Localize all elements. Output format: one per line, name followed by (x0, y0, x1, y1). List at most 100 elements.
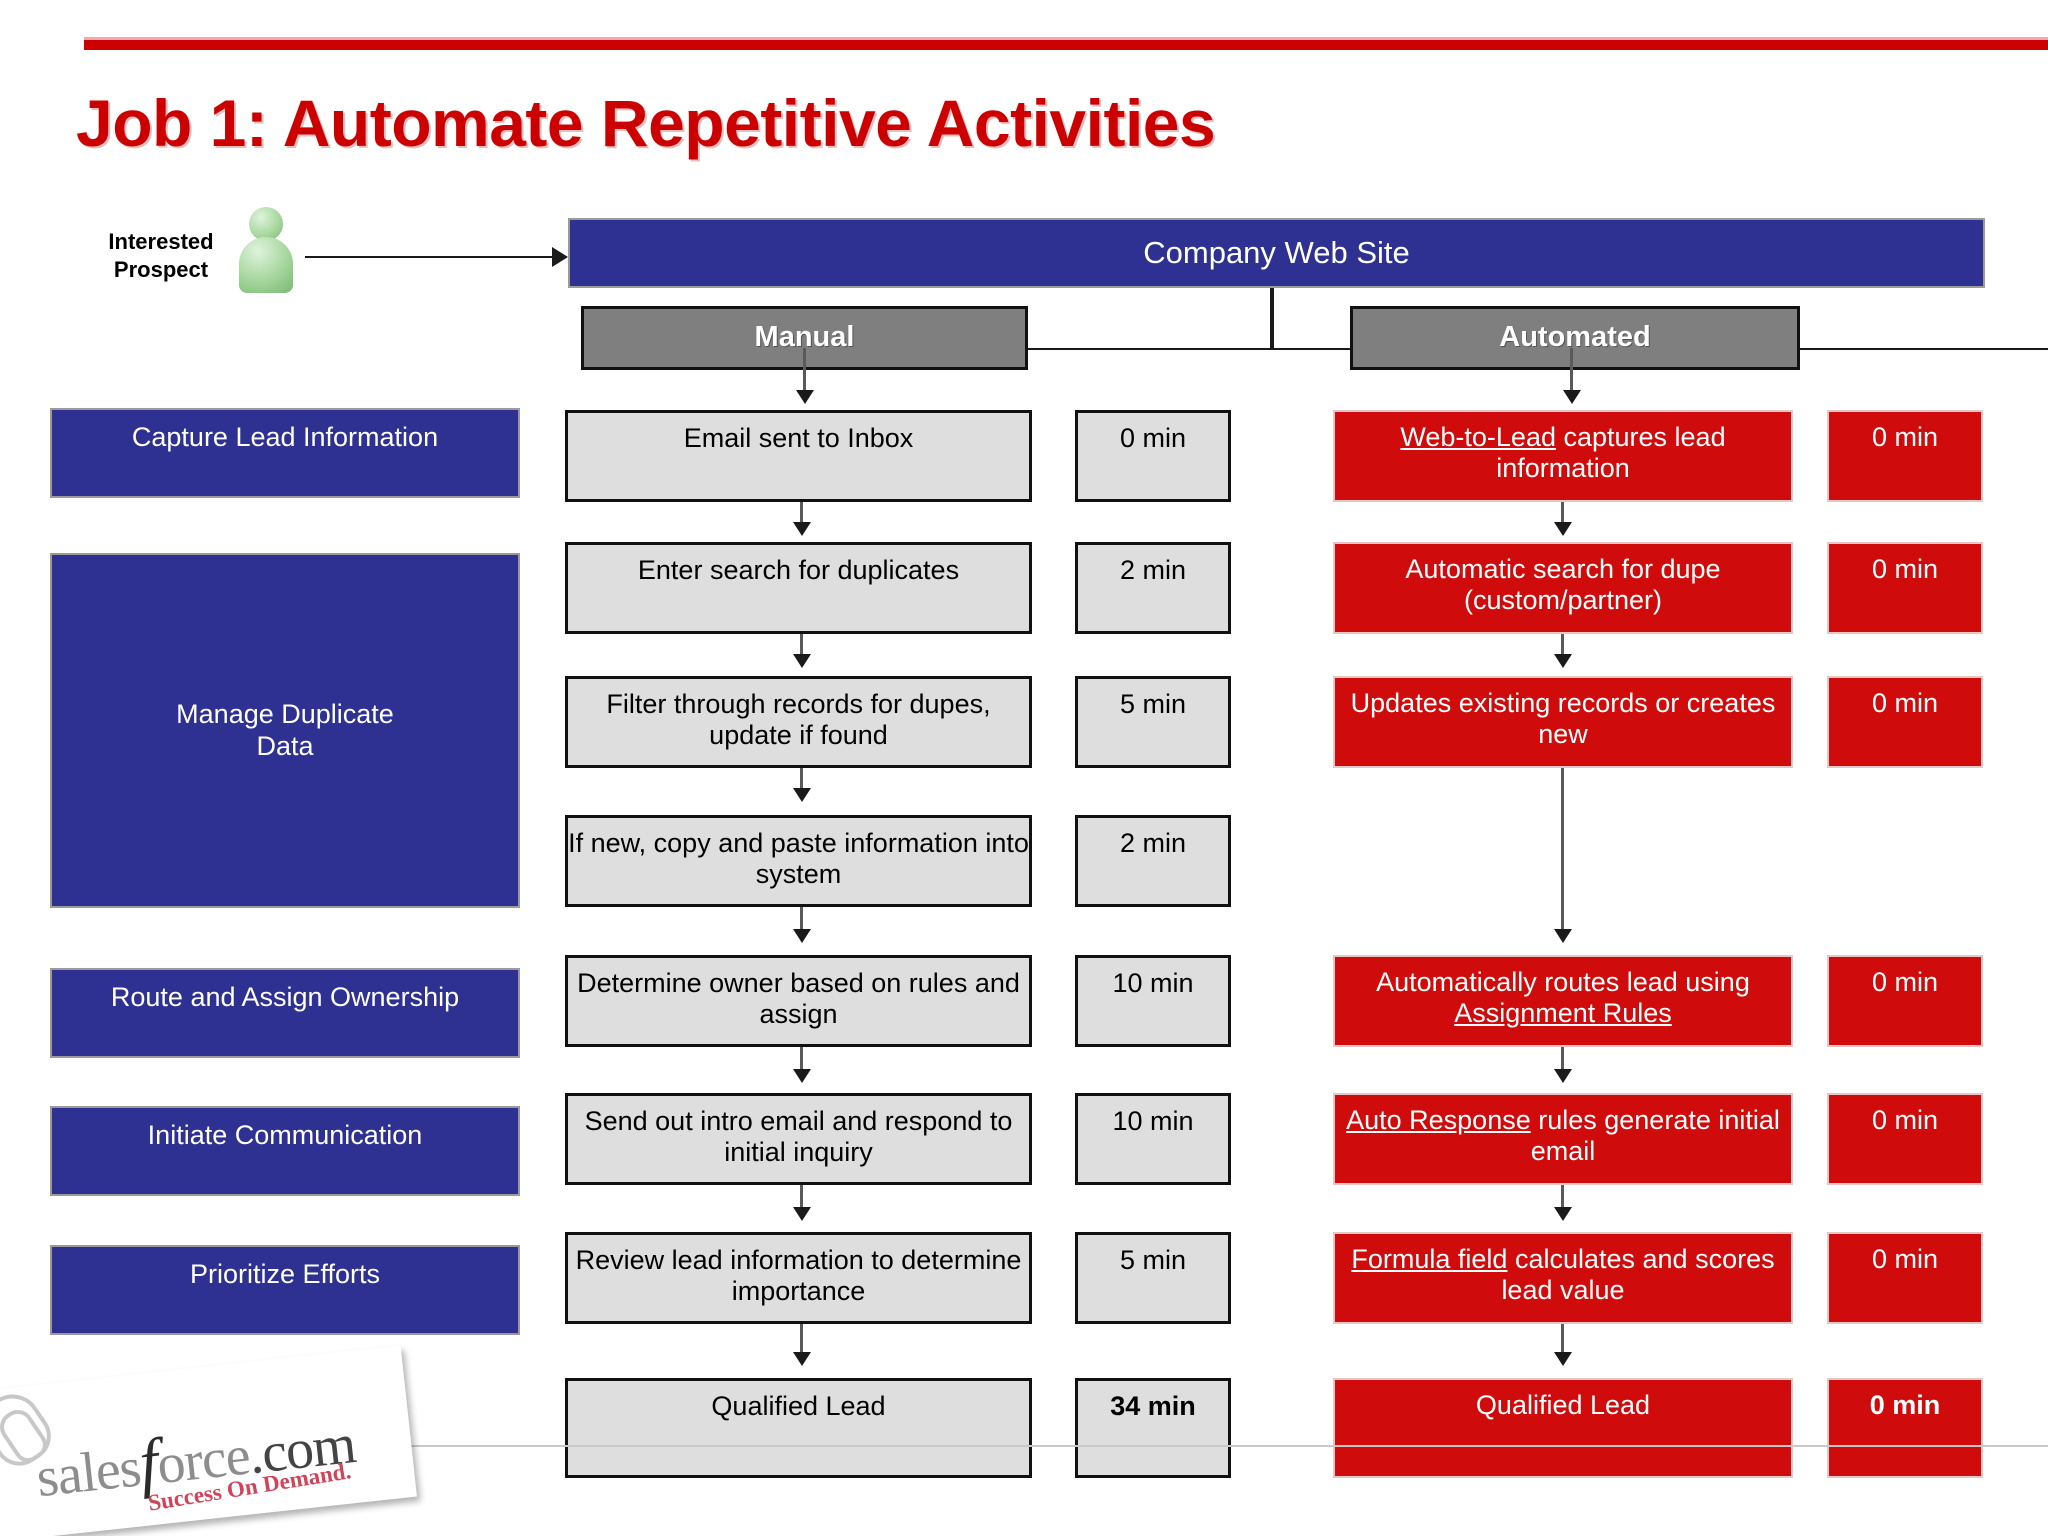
person-icon (237, 207, 295, 293)
automated-emphasis: Auto Response (1346, 1105, 1531, 1135)
automated-head-arrow-line (1570, 348, 1573, 396)
manual-connector-7 (800, 1324, 803, 1360)
wordmark-pre: sales (33, 1436, 144, 1510)
person-head-icon (249, 207, 283, 241)
manual-step-box-2: Enter search for duplicates (565, 542, 1032, 634)
automated-time-value: 0 min (1871, 967, 1939, 997)
automated-emphasis: Web-to-Lead (1400, 422, 1556, 452)
manual-step-box-7: Review lead information to determine imp… (565, 1232, 1032, 1324)
automated-time-value: 0 min (1871, 1244, 1939, 1274)
automated-time-box-5: 0 min (1827, 1093, 1983, 1185)
website-split-vline (1270, 288, 1274, 350)
salesforce-logo: salesforce.com Success On Demand. (0, 1345, 417, 1536)
manual-total-time-value: 34 min (1110, 1391, 1196, 1421)
manual-connector-3 (800, 768, 803, 796)
automated-connector-2 (1561, 634, 1564, 662)
tab-automated-label: Automated (1499, 321, 1651, 354)
manual-time-box-2: 2 min (1075, 542, 1231, 634)
manual-time-box-3: 5 min (1075, 676, 1231, 768)
manual-connector-arrow-7-icon (793, 1352, 811, 1366)
manual-connector-arrow-3-icon (793, 788, 811, 802)
stage-box-capture-lead-information: Capture Lead Information (50, 408, 520, 498)
automated-step-box-5: Auto Response rules generate initial ema… (1333, 1093, 1793, 1185)
automated-connector-6 (1561, 1324, 1564, 1360)
stage-box-initiate-communication: Initiate Communication (50, 1106, 520, 1196)
manual-step-box-8: Qualified Lead (565, 1378, 1032, 1478)
stage-box-route-and-assign-ownership: Route and Assign Ownership (50, 968, 520, 1058)
page-title: Job 1: Automate Repetitive Activities (76, 86, 1216, 160)
stage-box-manage-duplicate-data: Manage Duplicate Data (50, 553, 520, 908)
automated-step-text: Web-to-Lead captures lead information (1400, 422, 1726, 484)
manual-connector-5 (800, 1047, 803, 1077)
automated-total-time-box: 0 min (1827, 1378, 1983, 1478)
manual-time-value: 10 min (1112, 968, 1194, 998)
manual-head-arrow-line (803, 348, 806, 396)
automated-time-value: 0 min (1871, 422, 1939, 452)
stage-box-prioritize-efforts: Prioritize Efforts (50, 1245, 520, 1335)
manual-step-text: Qualified Lead (711, 1391, 886, 1421)
manual-step-text: Send out intro email and respond to init… (584, 1106, 1013, 1168)
stage-label: Manage Duplicate Data (52, 699, 518, 762)
company-website-bar: Company Web Site (568, 218, 1985, 288)
footer-divider (0, 1445, 2048, 1447)
stage-label-line2: Data (256, 730, 314, 761)
automated-step-box-2: Automatic search for dupe (custom/partne… (1333, 542, 1793, 634)
manual-connector-arrow-6-icon (793, 1207, 811, 1221)
manual-time-box-5: 10 min (1075, 955, 1231, 1047)
automated-emphasis: Formula field (1351, 1244, 1508, 1274)
automated-connector-arrow-3-icon (1554, 929, 1572, 943)
manual-step-box-3: Filter through records for dupes, update… (565, 676, 1032, 768)
stage-label: Prioritize Efforts (189, 1259, 381, 1289)
manual-connector-2 (800, 634, 803, 662)
manual-step-text: Filter through records for dupes, update… (606, 689, 991, 751)
manual-step-text: Enter search for duplicates (637, 555, 960, 585)
automated-head-arrow-icon (1563, 390, 1581, 404)
stage-label: Capture Lead Information (131, 422, 439, 452)
manual-step-box-1: Email sent to Inbox (565, 410, 1032, 502)
manual-head-arrow-icon (796, 390, 814, 404)
automated-connector-arrow-1-icon (1554, 522, 1572, 536)
manual-step-text: Review lead information to determine imp… (575, 1245, 1022, 1307)
manual-connector-1 (800, 502, 803, 530)
manual-time-value: 2 min (1119, 828, 1187, 858)
automated-connector-3 (1561, 768, 1564, 933)
automated-step-box-6: Formula field calculates and scores lead… (1333, 1232, 1793, 1324)
actor-connector-line (305, 256, 553, 258)
automated-connector-arrow-6-icon (1554, 1352, 1572, 1366)
automated-connector-arrow-5-icon (1554, 1207, 1572, 1221)
person-body-icon (239, 237, 293, 293)
stage-label: Initiate Communication (147, 1120, 423, 1150)
manual-step-box-4: If new, copy and paste information into … (565, 815, 1032, 907)
company-website-label: Company Web Site (1143, 235, 1410, 271)
automated-step-box-3: Updates existing records or creates new (1333, 676, 1793, 768)
automated-time-box-4: 0 min (1827, 955, 1983, 1047)
automated-connector-arrow-2-icon (1554, 654, 1572, 668)
manual-time-box-1: 0 min (1075, 410, 1231, 502)
manual-step-text: Email sent to Inbox (683, 423, 914, 453)
automated-step-box-7: Qualified Lead (1333, 1378, 1793, 1478)
stage-label: Route and Assign Ownership (110, 982, 460, 1012)
automated-connector-5 (1561, 1185, 1564, 1215)
automated-step-text: Automatic search for dupe (custom/partne… (1405, 554, 1721, 616)
automated-connector-1 (1561, 502, 1564, 530)
automated-time-box-3: 0 min (1827, 676, 1983, 768)
manual-time-value: 5 min (1119, 689, 1187, 719)
automated-connector-arrow-4-icon (1554, 1069, 1572, 1083)
automated-time-value: 0 min (1871, 1105, 1939, 1135)
automated-time-box-1: 0 min (1827, 410, 1983, 502)
accent-rule (84, 40, 2048, 50)
manual-total-time-box: 34 min (1075, 1378, 1231, 1478)
manual-connector-arrow-5-icon (793, 1069, 811, 1083)
manual-time-value: 0 min (1119, 423, 1187, 453)
automated-step-text: Automatically routes lead using Assignme… (1376, 967, 1750, 1029)
tab-automated[interactable]: Automated (1350, 306, 1800, 370)
manual-step-box-6: Send out intro email and respond to init… (565, 1093, 1032, 1185)
manual-time-box-6: 10 min (1075, 1093, 1231, 1185)
stage-label-line1: Manage Duplicate (176, 699, 394, 730)
manual-connector-arrow-2-icon (793, 654, 811, 668)
automated-time-box-6: 0 min (1827, 1232, 1983, 1324)
automated-time-value: 0 min (1871, 554, 1939, 584)
automated-step-box-1: Web-to-Lead captures lead information (1333, 410, 1793, 502)
actor-label-line1: Interested (108, 229, 214, 254)
